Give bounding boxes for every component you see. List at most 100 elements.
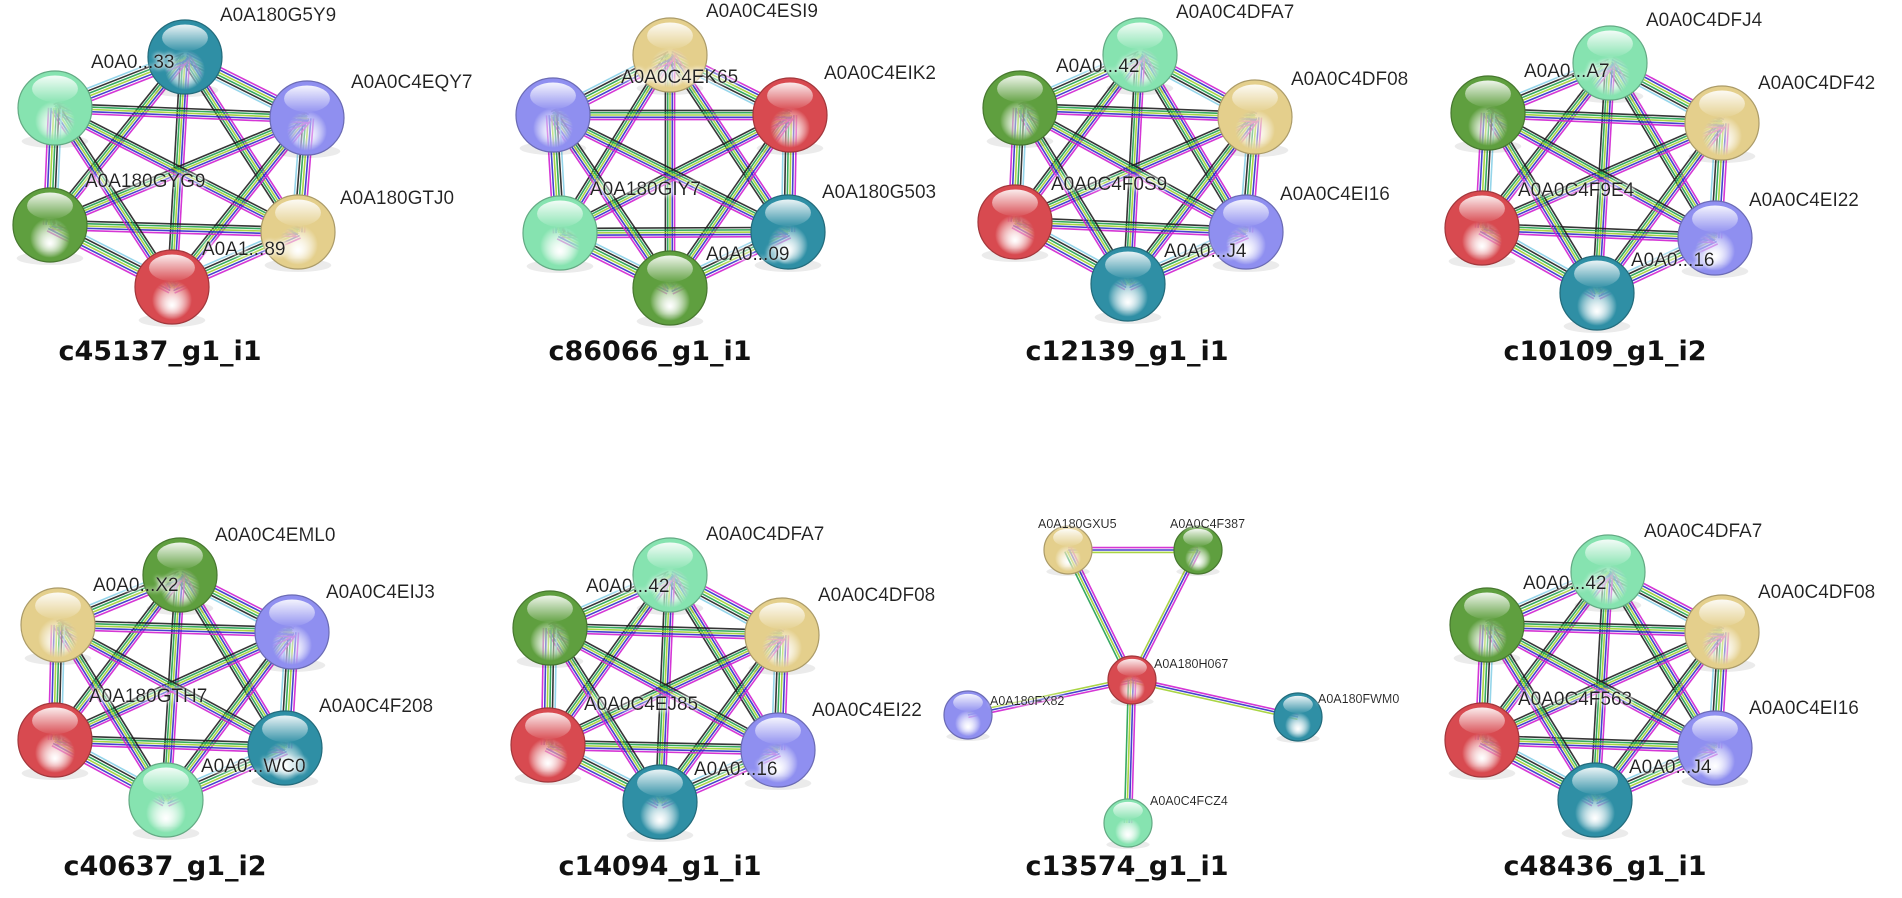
network-caption: c40637_g1_i2 bbox=[63, 851, 266, 882]
node-label: A0A0C4FCZ4 bbox=[1150, 794, 1228, 808]
node-label: A0A180FWM0 bbox=[1318, 692, 1399, 706]
node-label: A0A0C4EJ85 bbox=[584, 694, 698, 715]
protein-node bbox=[17, 702, 93, 780]
network-caption: c13574_g1_i1 bbox=[1025, 851, 1228, 882]
node-label: A0A0C4EI16 bbox=[1280, 184, 1390, 205]
network-panel: A0A0C4EML0A0A0C4EIJ3A0A0C4F208A0A0...WC0… bbox=[17, 525, 435, 882]
protein-node bbox=[260, 194, 336, 272]
protein-node bbox=[750, 194, 826, 272]
node-label: A0A0C4EI22 bbox=[1749, 190, 1859, 211]
protein-node bbox=[1572, 25, 1648, 103]
network-panel: A0A0C4DFJ4A0A0C4DF42A0A0C4EI22A0A0...16A… bbox=[1444, 10, 1875, 367]
node-label: A0A0C4F208 bbox=[319, 696, 433, 717]
protein-node bbox=[515, 77, 591, 155]
protein-node bbox=[522, 195, 598, 273]
protein-node bbox=[740, 712, 816, 790]
node-label: A0A1...89 bbox=[202, 239, 285, 260]
protein-node bbox=[142, 537, 218, 615]
node-label: A0A0C4EQY7 bbox=[351, 72, 472, 93]
protein-node bbox=[632, 17, 708, 95]
protein-node bbox=[1273, 692, 1323, 743]
network-caption: c45137_g1_i1 bbox=[58, 336, 261, 367]
node-label: A0A180H067 bbox=[1154, 657, 1228, 671]
node-label: A0A0C4EI16 bbox=[1749, 698, 1859, 719]
protein-node bbox=[1684, 594, 1760, 672]
node-label: A0A0...WC0 bbox=[201, 756, 306, 777]
network-panel: A0A0C4ESI9A0A0C4EIK2A0A180G503A0A0...09A… bbox=[515, 1, 936, 367]
node-label: A0A180GTJ0 bbox=[340, 188, 454, 209]
protein-node bbox=[512, 590, 588, 668]
node-label: A0A180GTH7 bbox=[89, 686, 207, 707]
node-label: A0A0C4F563 bbox=[1518, 689, 1632, 710]
protein-node bbox=[1444, 702, 1520, 780]
node-label: A0A0C4DFJ4 bbox=[1646, 10, 1763, 31]
protein-node bbox=[752, 77, 828, 155]
protein-node bbox=[1557, 762, 1633, 840]
protein-node bbox=[1677, 200, 1753, 278]
protein-node bbox=[254, 594, 330, 672]
node-label: A0A0C4EIJ3 bbox=[326, 582, 435, 603]
node-label: A0A0C4DFA7 bbox=[1176, 2, 1294, 23]
node-label: A0A0C4DF08 bbox=[1758, 582, 1875, 603]
node-label: A0A0C4DF08 bbox=[818, 585, 935, 606]
node-label: A0A0...33 bbox=[91, 52, 174, 73]
network-caption: c48436_g1_i1 bbox=[1503, 851, 1706, 882]
node-label: A0A180G5Y9 bbox=[220, 5, 336, 26]
node-label: A0A0C4F9E4 bbox=[1518, 180, 1635, 201]
node-label: A0A0...16 bbox=[694, 759, 777, 780]
protein-node bbox=[632, 250, 708, 328]
protein-node bbox=[1570, 534, 1646, 612]
protein-node bbox=[744, 597, 820, 675]
protein-node bbox=[1559, 255, 1635, 333]
node-label: A0A0C4F0S9 bbox=[1051, 174, 1167, 195]
node-label: A0A0...42 bbox=[1056, 56, 1139, 77]
protein-node bbox=[622, 764, 698, 842]
protein-node bbox=[1102, 17, 1178, 95]
protein-node bbox=[943, 690, 993, 741]
protein-node bbox=[977, 184, 1053, 262]
node-label: A0A0C4DFA7 bbox=[706, 524, 824, 545]
node-label: A0A0C4F387 bbox=[1170, 517, 1245, 531]
protein-node bbox=[632, 537, 708, 615]
node-label: A0A0...J4 bbox=[1164, 241, 1247, 262]
protein-node bbox=[247, 710, 323, 788]
protein-node bbox=[17, 70, 93, 148]
protein-node bbox=[1043, 525, 1093, 576]
protein-node bbox=[1208, 194, 1284, 272]
node-label: A0A0...J4 bbox=[1629, 757, 1712, 778]
node-label: A0A0C4EML0 bbox=[215, 525, 335, 546]
protein-node bbox=[1217, 79, 1293, 157]
node-label: A0A0C4ESI9 bbox=[706, 1, 818, 22]
node-label: A0A180FX82 bbox=[990, 694, 1064, 708]
node-label: A0A180G503 bbox=[822, 182, 936, 203]
protein-node bbox=[1677, 710, 1753, 788]
node-label: A0A0...42 bbox=[586, 576, 669, 597]
protein-node bbox=[134, 249, 210, 327]
network-panel: A0A180GXU5 A0A0C4F387A0A180H067A0A180FX82… bbox=[943, 517, 1399, 882]
network-caption: c10109_g1_i2 bbox=[1503, 336, 1706, 367]
protein-node bbox=[128, 762, 204, 840]
node-label: A0A0C4EI22 bbox=[812, 700, 922, 721]
protein-node bbox=[1449, 587, 1525, 665]
protein-node bbox=[1444, 190, 1520, 268]
protein-node bbox=[982, 70, 1058, 148]
protein-node bbox=[269, 80, 345, 158]
node-label: A0A0...X2 bbox=[93, 575, 179, 596]
protein-node bbox=[12, 187, 88, 265]
network-caption: c12139_g1_i1 bbox=[1025, 336, 1228, 367]
protein-node bbox=[510, 707, 586, 785]
protein-node bbox=[1684, 85, 1760, 163]
node-label: A0A0...42 bbox=[1523, 573, 1606, 594]
network-caption: c14094_g1_i1 bbox=[558, 851, 761, 882]
node-label: A0A180GXU5 bbox=[1038, 517, 1117, 531]
node-label: A0A0C4DFA7 bbox=[1644, 521, 1762, 542]
node-label: A0A0C4DF08 bbox=[1291, 69, 1408, 90]
node-label: A0A0C4EIK2 bbox=[824, 63, 936, 84]
protein-node bbox=[1090, 246, 1166, 324]
network-caption: c86066_g1_i1 bbox=[548, 336, 751, 367]
